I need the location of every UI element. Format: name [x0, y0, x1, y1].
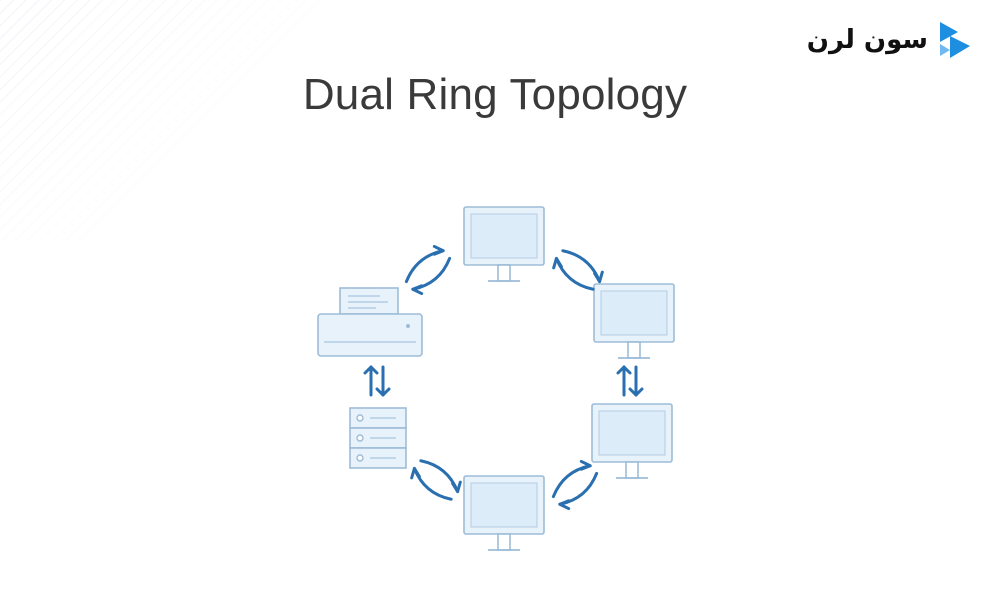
- link-arrow-printer-top: [399, 242, 457, 298]
- link-arrow-right-bottom: [546, 457, 604, 513]
- computer-right-top-icon: [593, 283, 675, 359]
- printer-icon: [317, 287, 423, 357]
- background-stripes: [0, 0, 320, 240]
- computer-right-bottom-icon: [591, 403, 673, 479]
- server-icon: [349, 407, 407, 469]
- logo-text: سون لرن: [806, 25, 928, 55]
- link-arrow-right-vertical: [616, 365, 644, 397]
- computer-top-icon: [463, 206, 545, 282]
- link-arrow-bottom-server: [407, 452, 465, 508]
- blue-triangles-logo-icon: [940, 22, 970, 58]
- page-title: Dual Ring Topology: [302, 70, 688, 119]
- brand-logo: سون لرن: [807, 20, 972, 60]
- link-arrow-server-printer: [363, 365, 391, 397]
- computer-bottom-icon: [463, 475, 545, 551]
